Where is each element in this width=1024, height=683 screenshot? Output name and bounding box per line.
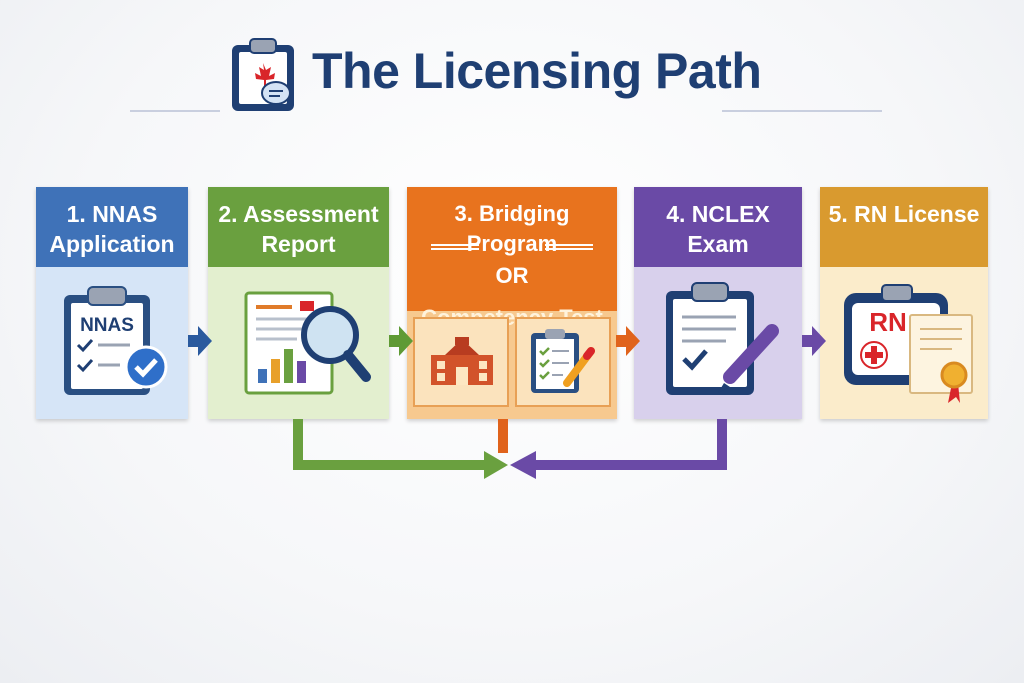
- step-5-card: 5. RN License RN: [820, 187, 988, 419]
- step-2-header: 2. Assessment Report: [208, 187, 389, 267]
- step-4-card: 4. NCLEX Exam: [634, 187, 802, 419]
- step-1-title-line2: Application: [49, 231, 175, 257]
- title-rule-right: [722, 110, 882, 112]
- step-3-or-label: OR: [495, 263, 529, 288]
- page-title: The Licensing Path: [312, 43, 762, 99]
- arrow-3-to-4: [616, 326, 640, 356]
- or-rule-right: [545, 244, 593, 250]
- step-2-card: 2. Assessment Report: [208, 187, 389, 419]
- step-5-title-line1: 5. RN License: [828, 201, 980, 227]
- arrow-2-to-3: [389, 326, 413, 356]
- step-1-card: 1. NNAS Application NNAS: [36, 187, 188, 419]
- step-2-title-line2: Report: [261, 231, 336, 257]
- arrow-1-to-2: [188, 326, 212, 356]
- step-4-header: 4. NCLEX Exam: [634, 187, 802, 267]
- step-2-title-line1: 2. Assessment: [218, 201, 379, 227]
- title-rule-left: [130, 110, 220, 112]
- checklist-pencil-icon: [531, 329, 595, 393]
- exam-clipboard-pencil-icon: [666, 282, 779, 395]
- title-area: [0, 30, 1024, 120]
- rn-badge-label: RN: [869, 307, 907, 337]
- step-4-title-line1: 4. NCLEX: [666, 201, 770, 227]
- rn-license-certificate-icon: RN: [844, 284, 973, 403]
- step-3-title-line1: 3. Bridging Program: [454, 201, 570, 256]
- step-3-card: 3. Bridging Program OR Competency Test: [407, 187, 617, 419]
- school-building-icon: [431, 337, 493, 385]
- clipboard-check-icon: NNAS: [64, 286, 168, 395]
- arrow-4-to-5: [802, 326, 826, 356]
- orange-connector-line: [498, 419, 508, 453]
- green-connector-arrow: [293, 419, 508, 479]
- step-4-title-line2: Exam: [687, 231, 749, 257]
- purple-connector-arrow: [510, 419, 727, 479]
- step-1-header: 1. NNAS Application: [36, 187, 188, 267]
- step-1-title-line1: 1. NNAS: [66, 201, 158, 227]
- canada-clipboard-icon: [232, 38, 294, 111]
- or-rule-left: [431, 244, 479, 250]
- nnas-badge-label: NNAS: [80, 315, 134, 336]
- step-5-header: 5. RN License: [820, 187, 988, 267]
- report-magnifier-icon: [244, 291, 371, 395]
